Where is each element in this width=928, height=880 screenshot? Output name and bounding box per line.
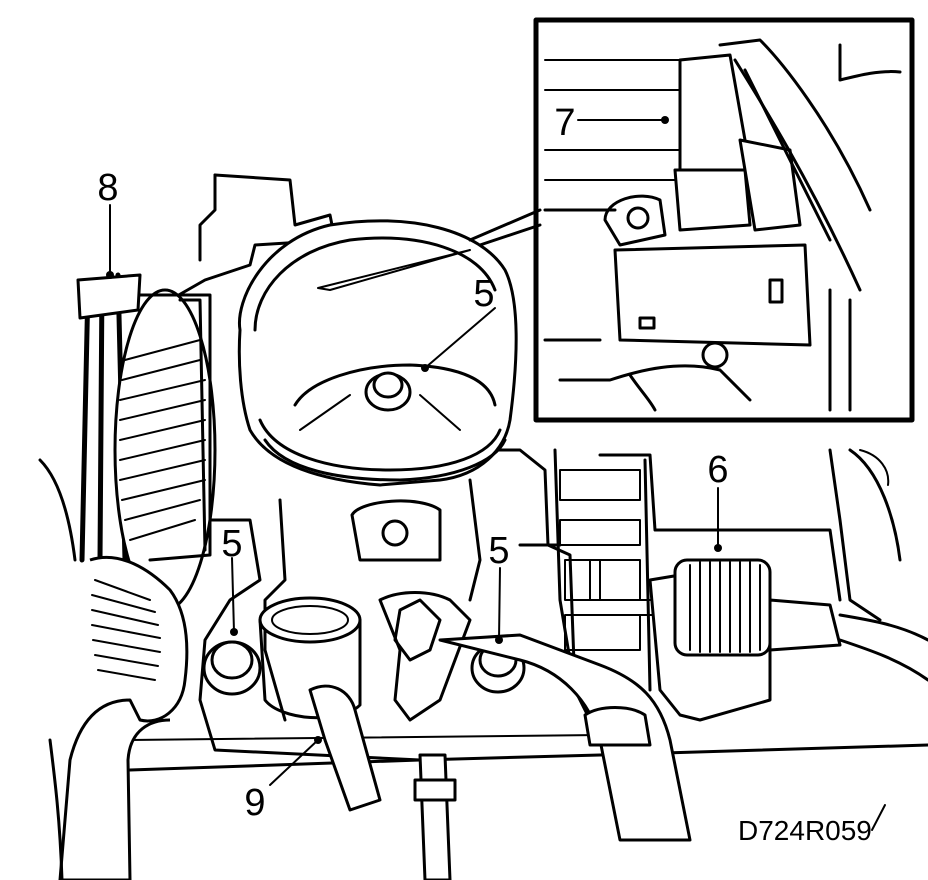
drive-belt bbox=[76, 272, 142, 563]
detail-inset bbox=[533, 17, 915, 423]
callout-9: 9 bbox=[244, 782, 265, 824]
bolt-left bbox=[202, 640, 262, 696]
right-pipe bbox=[378, 591, 692, 842]
leader-lines bbox=[106, 116, 886, 831]
callout-7: 7 bbox=[554, 102, 575, 144]
callout-6: 6 bbox=[707, 449, 728, 491]
callout-5-top: 5 bbox=[473, 273, 494, 315]
callout-5-left: 5 bbox=[221, 523, 242, 565]
throttle-body-bowl bbox=[237, 208, 542, 722]
sensor-6 bbox=[648, 558, 928, 722]
callout-8: 8 bbox=[97, 167, 118, 209]
coolant-outlet bbox=[258, 596, 362, 720]
hose-clip bbox=[413, 753, 457, 880]
hose-9 bbox=[308, 684, 382, 812]
left-hose bbox=[38, 458, 189, 880]
figure-code: D724R059 bbox=[738, 815, 872, 846]
callout-5-right: 5 bbox=[488, 530, 509, 572]
